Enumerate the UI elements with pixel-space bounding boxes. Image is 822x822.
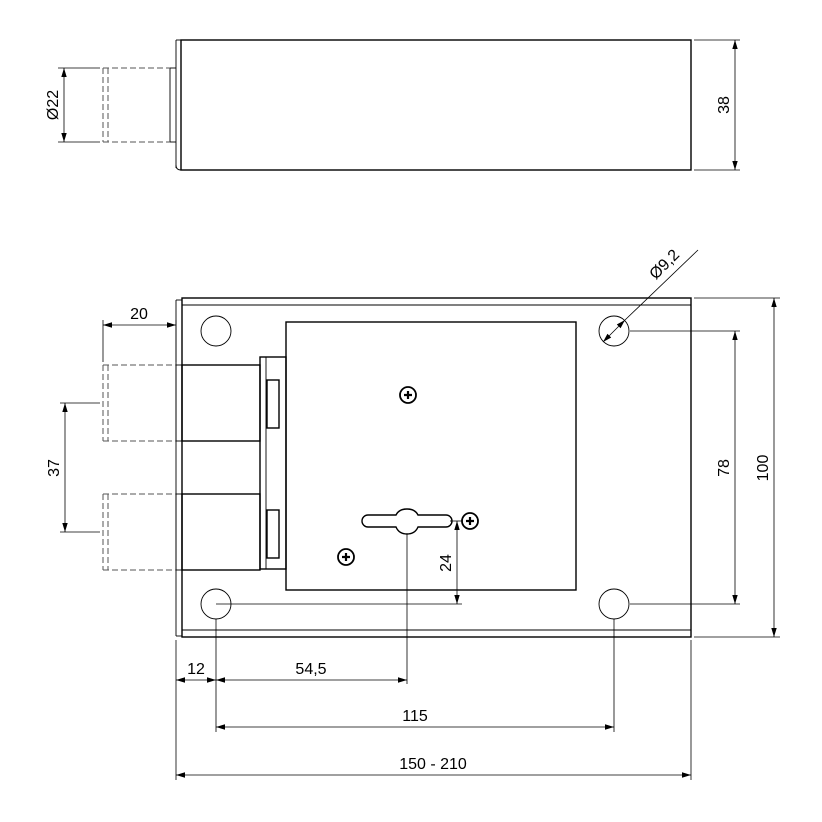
mounting-hole-top-right [598, 315, 630, 347]
bolt-guide-plate [259, 356, 287, 570]
dim-hole-to-keyhole: 54,5 [216, 661, 407, 683]
front-view-body [181, 297, 692, 638]
label-hole-horizontal-spacing: 115 [402, 708, 428, 725]
dim-keyhole-height: 24 [216, 520, 462, 605]
mounting-hole-top-left [200, 315, 232, 347]
lock-case-plate [285, 321, 577, 591]
screw-top [399, 386, 417, 404]
label-side-height: 38 [716, 96, 733, 114]
bolt-assembly [175, 356, 287, 571]
dim-body-length: 150 - 210 [176, 756, 691, 778]
dim-bolt-spacing: 37 [46, 402, 100, 533]
dim-hole-horizontal-spacing: 115 [216, 708, 614, 730]
keyhole [361, 508, 453, 535]
label-pin-diameter: Ø22 [45, 90, 62, 120]
bolt-lower [181, 493, 261, 571]
top-view-body [180, 39, 692, 171]
label-edge-to-hole: 12 [187, 661, 205, 678]
label-body-height: 100 [755, 455, 772, 482]
projected-bolts-hidden [102, 364, 176, 571]
label-hole-diameter: Ø9,2 [647, 246, 684, 283]
bolt-upper [181, 364, 261, 442]
label-keyhole-height: 24 [438, 554, 455, 572]
dim-body-height: 100 [694, 297, 780, 638]
top-view: Ø22 38 [45, 39, 740, 171]
dim-edge-to-hole: 12 [176, 661, 216, 683]
label-bolt-spacing: 37 [46, 459, 63, 477]
screw-right [461, 512, 479, 530]
label-bolt-projection: 20 [130, 306, 148, 323]
dim-side-height: 38 [694, 39, 740, 171]
dim-hole-diameter: Ø9,2 [602, 246, 699, 343]
dim-hole-vertical-spacing: 78 [630, 330, 740, 605]
label-hole-to-keyhole: 54,5 [295, 661, 326, 678]
dim-pin-diameter: Ø22 [45, 67, 100, 143]
front-view: 20 37 Ø9,2 78 100 [46, 246, 780, 780]
dim-bolt-projection: 20 [102, 306, 177, 362]
mounting-hole-bottom-right [598, 588, 630, 620]
label-body-length: 150 - 210 [399, 756, 467, 773]
screw-bottom [337, 548, 355, 566]
top-view-pin-hidden [102, 67, 170, 143]
label-hole-vertical-spacing: 78 [716, 459, 733, 477]
